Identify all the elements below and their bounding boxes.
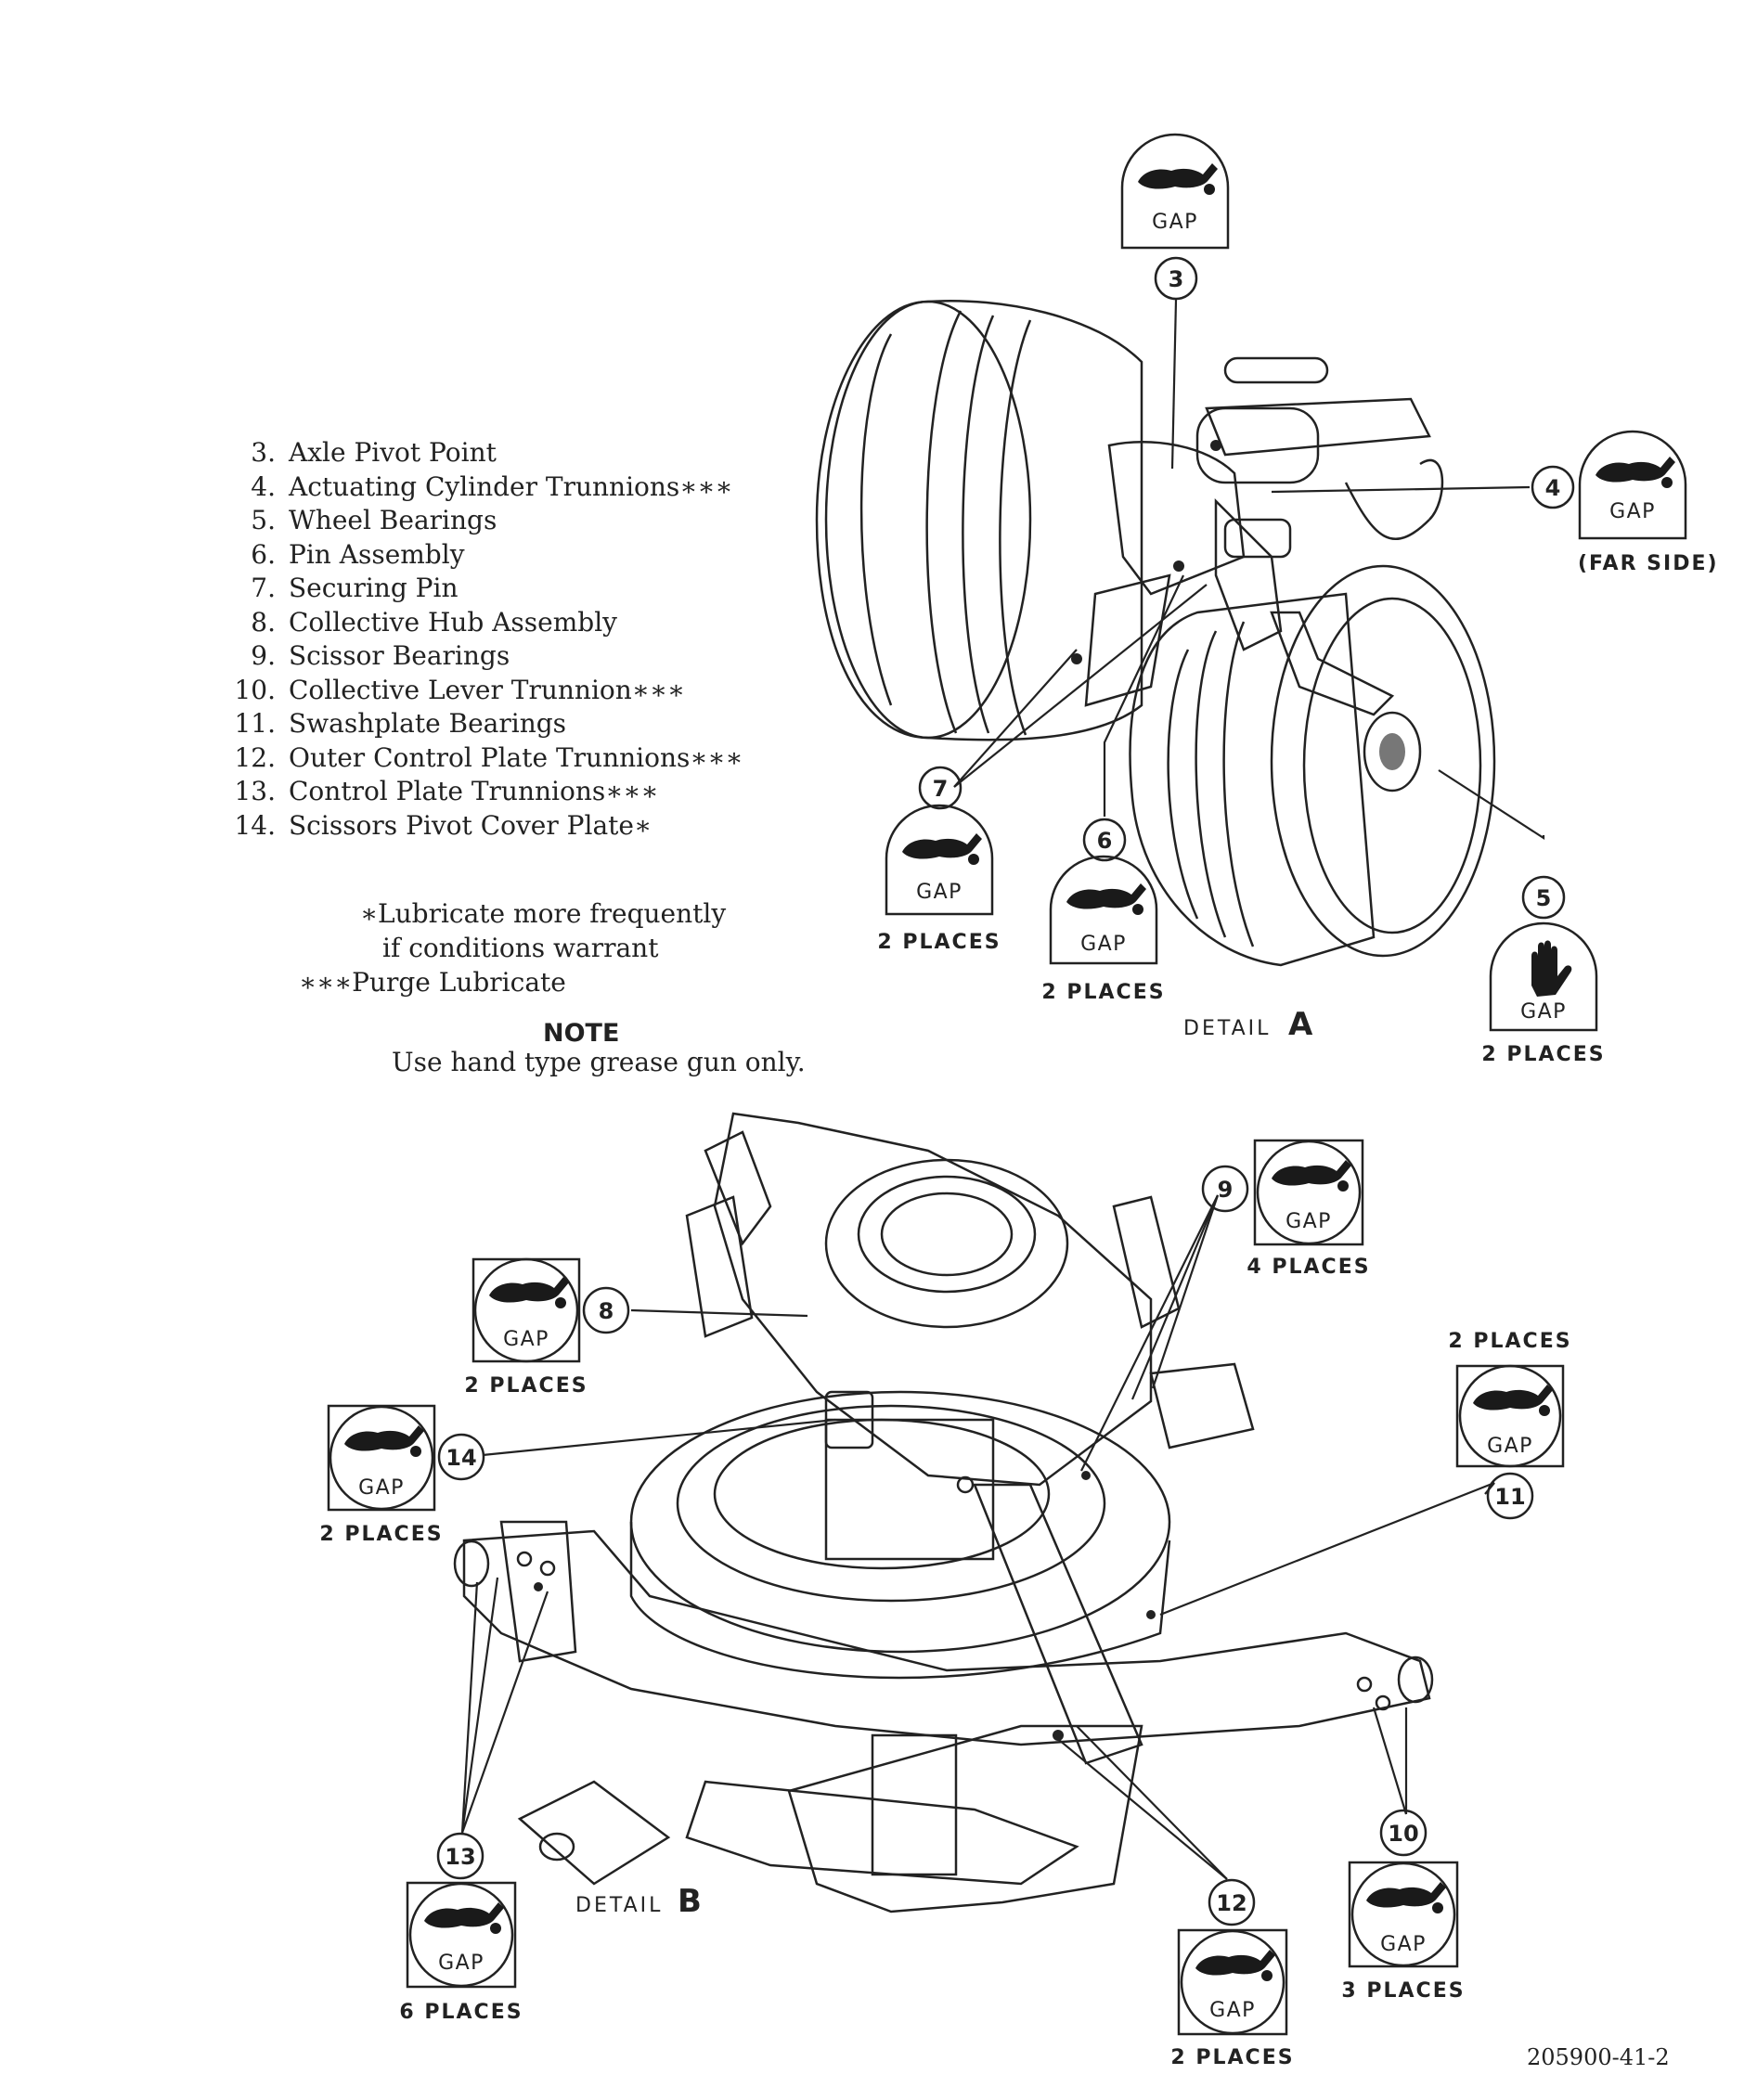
callout-13-number: 13 [445, 1844, 475, 1870]
detail-a-leader-lines [953, 299, 1545, 841]
callout-8-lube: GAP [503, 1328, 549, 1351]
callout-6-lube: GAP [1080, 933, 1127, 956]
callout-7-places: 2 PLACES [877, 931, 1001, 954]
detail-b-prefix: DETAIL [575, 1894, 663, 1917]
control-arms [453, 1483, 1434, 1913]
callout-6-number: 6 [1097, 828, 1113, 854]
callout-13-lube: GAP [438, 1952, 484, 1975]
grease-gun-icon [1473, 1385, 1553, 1416]
legend-item-14: 14.Scissors Pivot Cover Plate∗ [234, 809, 652, 841]
landing-gear-drawing [815, 300, 1496, 967]
grease-gun-icon [902, 833, 982, 865]
legend-item-13: 13.Control Plate Trunnions∗∗∗ [234, 776, 659, 806]
callout-11-places: 2 PLACES [1448, 1330, 1571, 1353]
callout-4-places: (FAR SIDE) [1578, 552, 1719, 575]
callout-3-lube: GAP [1152, 211, 1198, 234]
callout-9-number: 9 [1218, 1177, 1234, 1203]
gear-strut-assembly [1071, 356, 1444, 716]
callout-6-places: 2 PLACES [1041, 981, 1165, 1004]
callout-14-places: 2 PLACES [319, 1523, 443, 1546]
callout-3-number: 3 [1169, 266, 1184, 292]
rotor-hub-drawing [453, 1112, 1434, 1913]
callout-5-number: 5 [1536, 885, 1552, 911]
callout-3: GAP 3 [1120, 133, 1230, 301]
drawing-number: 205900-41-2 [1527, 2044, 1670, 2070]
detail-b-letter: B [678, 1883, 702, 1920]
grease-gun-icon [1066, 883, 1146, 915]
legend-item-6: 6.Pin Assembly [251, 538, 465, 570]
callout-11-number: 11 [1494, 1484, 1525, 1510]
callout-4-lube: GAP [1609, 500, 1656, 523]
callout-14-lube: GAP [358, 1476, 405, 1500]
callout-9: GAP 9 4 PLACES [1201, 1139, 1370, 1279]
parts-legend: 3.Axle Pivot Point 4.Actuating Cylinder … [209, 436, 743, 843]
callout-10-places: 3 PLACES [1341, 1979, 1465, 2003]
legend-item-8: 8.Collective Hub Assembly [251, 606, 617, 638]
detail-b-leader-lines [460, 1194, 1495, 1880]
legend-item-11: 11.Swashplate Bearings [234, 708, 567, 739]
callout-14-number: 14 [446, 1445, 476, 1471]
legend-item-3: 3.Axle Pivot Point [251, 437, 497, 468]
callout-11: 2 PLACES GAP 11 [1448, 1330, 1571, 1520]
legend-item-5: 5.Wheel Bearings [251, 505, 497, 535]
callout-13-places: 6 PLACES [399, 2001, 523, 2024]
callout-10: 10 GAP 3 PLACES [1341, 1809, 1465, 2003]
callout-9-lube: GAP [1285, 1210, 1332, 1233]
legend-item-10: 10.Collective Lever Trunnion∗∗∗ [234, 674, 685, 705]
swashplate-assembly [629, 1390, 1171, 1680]
grease-gun-icon [424, 1902, 504, 1934]
rear-wheel [815, 300, 1143, 741]
note-text: Use hand type grease gun only. [392, 1047, 806, 1077]
grease-gun-icon [1596, 457, 1675, 488]
callout-8-number: 8 [599, 1298, 614, 1324]
footnote-triple-asterisk: ∗∗∗Purge Lubricate [299, 967, 566, 998]
grease-gun-icon [344, 1425, 424, 1457]
grease-gun-icon [1138, 163, 1218, 195]
grease-gun-icon [1272, 1160, 1351, 1192]
callout-12-lube: GAP [1209, 1999, 1256, 2022]
grease-gun-icon [1366, 1882, 1446, 1913]
callout-11-lube: GAP [1487, 1435, 1533, 1458]
callout-8-places: 2 PLACES [464, 1374, 588, 1398]
footnote-single-asterisk-line1: ∗Lubricate more frequently [360, 898, 727, 929]
callout-14: GAP 14 2 PLACES [319, 1404, 485, 1546]
grease-gun-icon [1195, 1950, 1275, 1981]
hand-icon [1531, 940, 1572, 997]
legend-item-4: 4.Actuating Cylinder Trunnions∗∗∗ [251, 470, 733, 502]
legend-item-12: 12.Outer Control Plate Trunnions∗∗∗ [234, 741, 743, 773]
callout-5-places: 2 PLACES [1481, 1043, 1605, 1066]
grease-gun-icon [489, 1277, 569, 1308]
callout-7-lube: GAP [916, 881, 962, 904]
callout-7-number: 7 [933, 776, 949, 802]
callout-7: 7 GAP 2 PLACES [877, 766, 1001, 954]
callout-8: GAP 8 2 PLACES [464, 1257, 630, 1398]
footnote-single-asterisk-line2: if conditions warrant [382, 933, 659, 963]
detail-a-prefix: DETAIL [1183, 1017, 1271, 1040]
callout-12: 12 GAP 2 PLACES [1170, 1878, 1294, 2069]
legend-item-9: 9.Scissor Bearings [251, 640, 510, 671]
callout-4-number: 4 [1545, 475, 1561, 501]
front-wheel [1129, 564, 1496, 967]
callout-10-number: 10 [1388, 1821, 1418, 1847]
callout-4: GAP 4 (FAR SIDE) [1531, 430, 1719, 575]
note-title: NOTE [543, 1019, 620, 1048]
callout-12-number: 12 [1216, 1890, 1247, 1916]
detail-b-caption: DETAIL B [575, 1883, 702, 1920]
callout-5: 5 GAP 2 PLACES [1481, 875, 1605, 1066]
callout-9-places: 4 PLACES [1247, 1256, 1370, 1279]
legend-item-7: 7.Securing Pin [251, 573, 459, 603]
collective-hub-assembly [685, 1112, 1255, 1487]
callout-12-places: 2 PLACES [1170, 2046, 1294, 2069]
callout-6: 6 GAP 2 PLACES [1041, 818, 1165, 1004]
callout-5-lube: GAP [1520, 1000, 1567, 1024]
callout-13: 13 GAP 6 PLACES [399, 1832, 523, 2024]
callout-10-lube: GAP [1380, 1933, 1427, 1956]
detail-a-letter: A [1288, 1006, 1313, 1043]
detail-a-caption: DETAIL A [1183, 1006, 1313, 1043]
